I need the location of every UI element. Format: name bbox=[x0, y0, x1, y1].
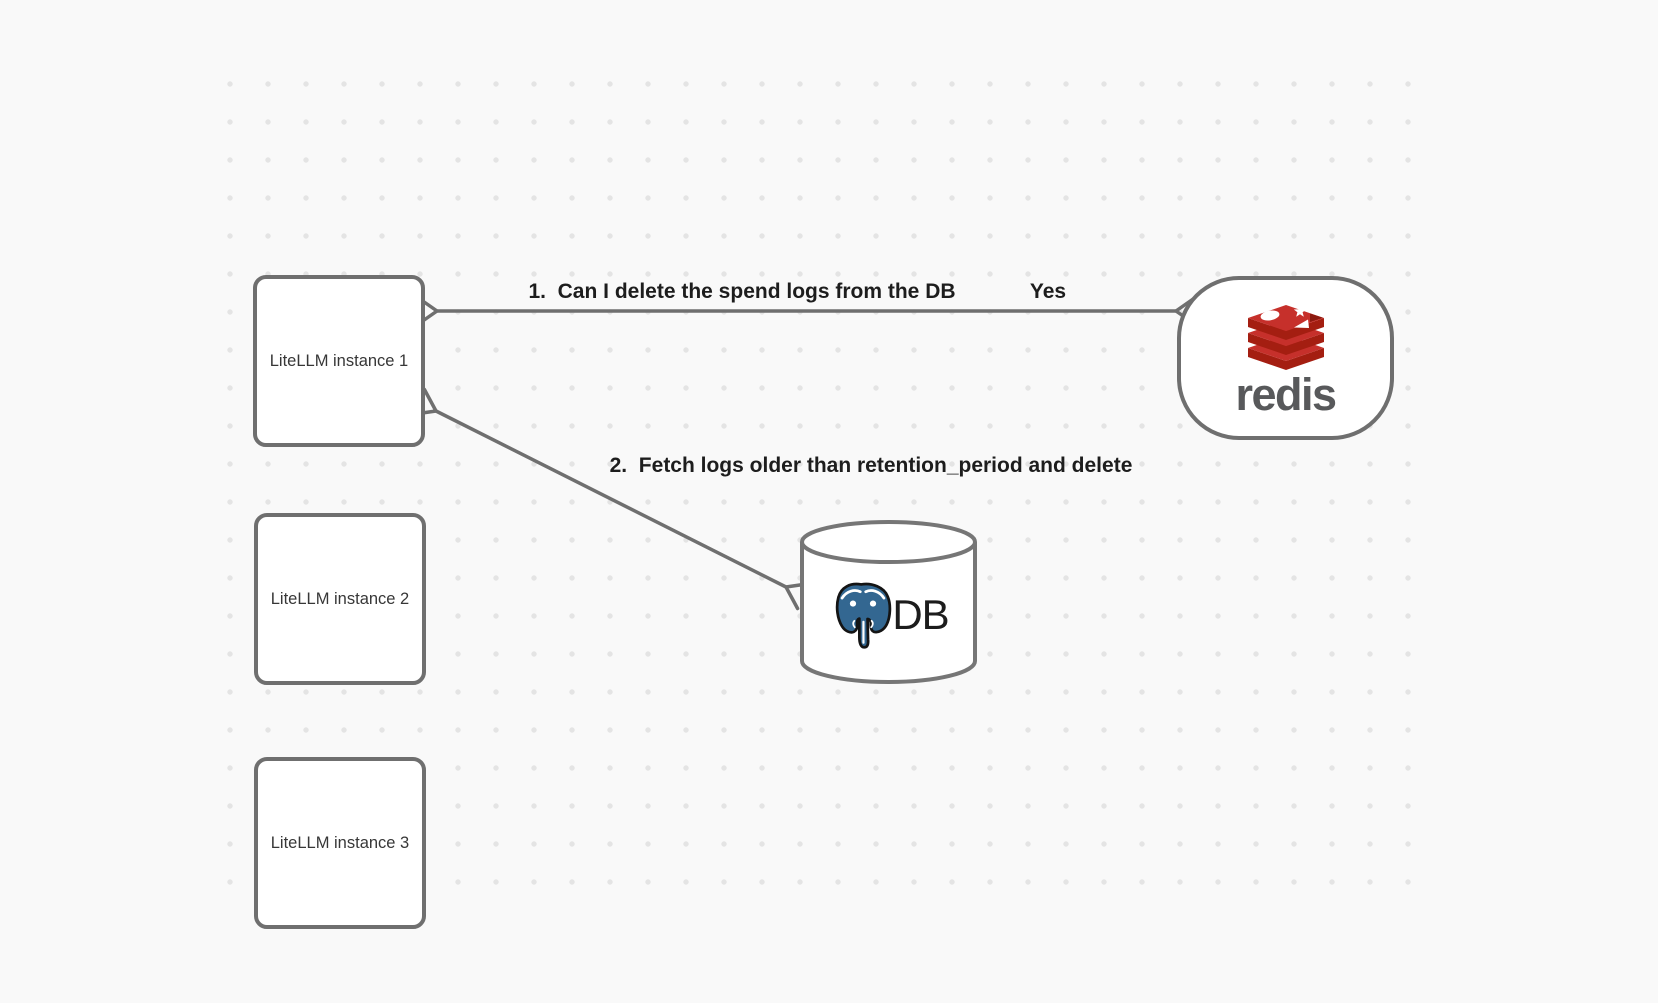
node-litellm-instance-2-label: LiteLLM instance 2 bbox=[270, 589, 410, 608]
edge-litellm1-db[interactable] bbox=[410, 387, 812, 611]
edge1-label: 1. Can I delete the spend logs from the … bbox=[528, 280, 956, 303]
node-litellm-instance-3-label: LiteLLM instance 3 bbox=[270, 833, 410, 852]
redis-logo-icon bbox=[1247, 305, 1324, 370]
node-db[interactable]: DB bbox=[799, 519, 978, 685]
node-litellm-instance-2[interactable]: LiteLLM instance 2 bbox=[254, 513, 426, 685]
node-redis-label: redis bbox=[1235, 369, 1337, 420]
node-db-label: DB bbox=[892, 590, 949, 638]
edge2-label: 2. Fetch logs older than retention_perio… bbox=[609, 454, 1133, 477]
node-litellm-instance-3[interactable]: LiteLLM instance 3 bbox=[254, 757, 426, 929]
edge1-reply-label: Yes bbox=[1029, 280, 1067, 303]
node-litellm-instance-1[interactable]: LiteLLM instance 1 bbox=[253, 275, 425, 447]
node-litellm-instance-1-label: LiteLLM instance 1 bbox=[269, 351, 409, 370]
node-redis[interactable]: redis bbox=[1177, 276, 1394, 440]
postgresql-elephant-icon bbox=[836, 582, 892, 649]
